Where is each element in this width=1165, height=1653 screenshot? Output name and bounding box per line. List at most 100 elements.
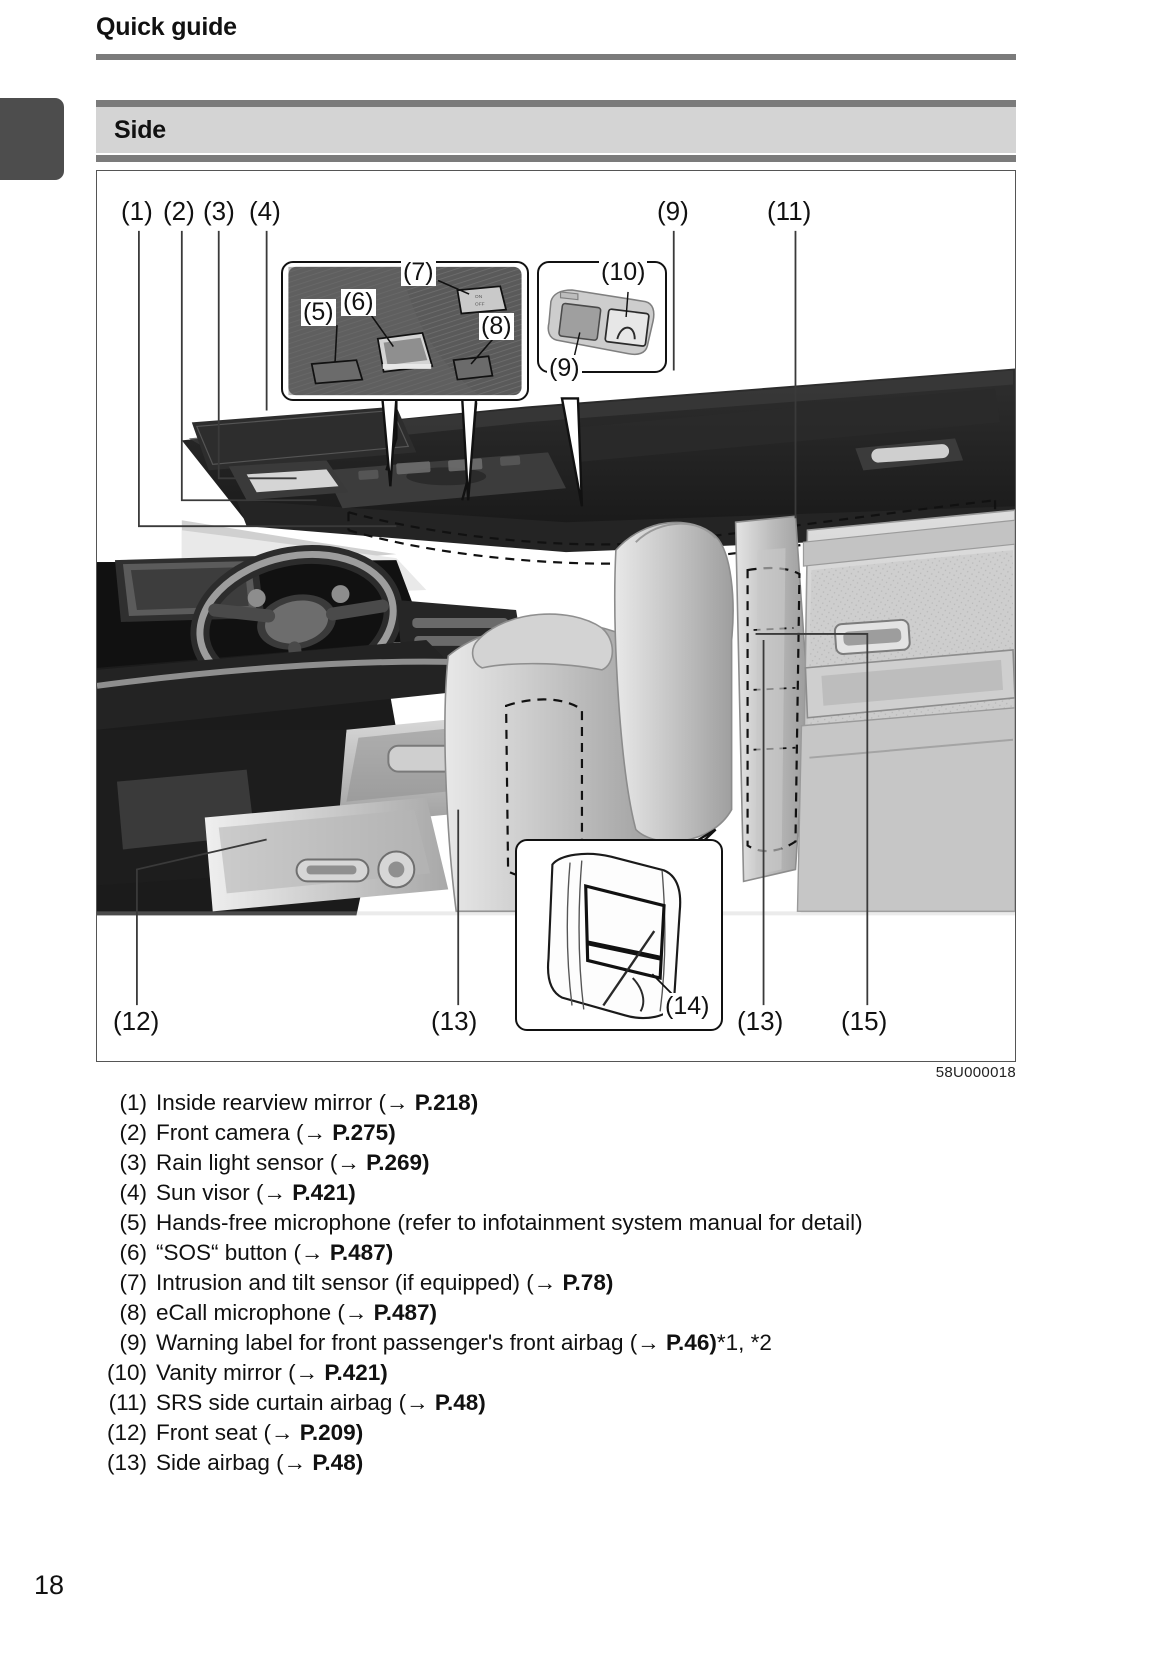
section-title: Side [114,115,166,144]
legend-item-5: (5) Hands-free microphone (refer to info… [100,1208,1100,1238]
legend-number-13: (13) [106,1450,147,1475]
page-header: Quick guide [96,13,1016,60]
legend-ref-8: P.487 [373,1300,430,1325]
legend-number-10: (10) [106,1360,147,1385]
legend-item-9: (9) Warning label for front passenger's … [100,1328,1100,1358]
section-band-body: Side [96,107,1016,153]
legend-item-3: (3) Rain light sensor (→ P.269) [100,1148,1100,1178]
legend-number-3: (3) [119,1150,148,1175]
legend-number-6: (6) [119,1240,148,1265]
legend-number-7: (7) [119,1270,148,1295]
legend-label-11: SRS side curtain airbag (→ [156,1390,435,1415]
callout-13-pillar: (13) [735,1006,786,1036]
callout-15: (15) [839,1006,890,1036]
legend-item-10: (10) Vanity mirror (→ P.421) [100,1358,1100,1388]
legend-item-4: (4) Sun visor (→ P.421) [100,1178,1100,1208]
seatbelt-detail-art [520,843,718,1027]
callout-11: (11) [765,196,814,226]
callout-10: (10) [599,258,648,286]
legend-number-12: (12) [106,1420,147,1445]
legend-number-8: (8) [119,1300,148,1325]
legend-ref-13: P.48 [312,1450,356,1475]
legend-text-2: Front camera (→ P.275) [156,1118,396,1148]
chapter-tab-marker [0,98,64,180]
legend-label-8: eCall microphone (→ [156,1300,374,1325]
legend-ref-4: P.421 [292,1180,349,1205]
legend-ref-7: P.78 [562,1270,606,1295]
legend-label-3: Rain light sensor (→ [156,1150,367,1175]
legend-tail-4: ) [348,1180,356,1205]
legend-text-5: Hands-free microphone (refer to infotain… [156,1208,863,1238]
legend-label-13: Side airbag (→ [156,1450,313,1475]
legend-number-2: (2) [119,1120,148,1145]
legend-note-9: *1, *2 [716,1330,772,1355]
legend-item-2: (2) Front camera (→ P.275) [100,1118,1100,1148]
section-band-top-rule [96,100,1016,107]
legend-label-9: Warning label for front passenger's fron… [156,1330,666,1355]
legend-text-7: Intrusion and tilt sensor (if equipped) … [156,1268,613,1298]
legend-tail-8: ) [429,1300,438,1325]
legend-ref-9: P.46 [665,1330,710,1355]
legend-tail-2: ) [388,1120,396,1145]
legend-item-7: (7) Intrusion and tilt sensor (if equipp… [100,1268,1100,1298]
legend-number-5: (5) [119,1210,148,1235]
legend-label-7: Intrusion and tilt sensor (if equipped) … [156,1270,563,1295]
callout-12: (12) [111,1006,162,1036]
legend-ref-1: P.218 [414,1090,471,1115]
page-number: 18 [34,1570,65,1600]
legend-ref-6: P.487 [329,1240,386,1265]
figure-illustration-frame: ON OFF (5) (6) (7) (8) [96,170,1016,1062]
legend-label-5: Hands-free microphone (refer to infotain… [156,1210,863,1235]
legend-item-12: (12) Front seat (→ P.209) [100,1418,1100,1448]
legend-text-12: Front seat (→ P.209) [156,1418,363,1448]
legend-item-13: (13) Side airbag (→ P.48) [100,1448,1100,1478]
legend-text-4: Sun visor (→ P.421) [156,1178,356,1208]
legend-tail-11: ) [478,1390,486,1415]
legend-label-2: Front camera (→ [156,1120,333,1145]
legend-tail-7: ) [605,1270,614,1295]
legend-text-6: “SOS“ button (→ P.487) [156,1238,393,1268]
figure-code: 58U000018 [935,1064,1016,1081]
callout-5: (5) [301,298,336,326]
legend-text-1: Inside rearview mirror (→ P.218) [156,1088,478,1118]
legend-list: (1) Inside rearview mirror (→ P.218) (2)… [100,1088,1100,1478]
legend-text-11: SRS side curtain airbag (→ P.48) [156,1388,486,1418]
callout-1: (1) [119,196,155,226]
legend-tail-13: ) [355,1450,364,1475]
callout-9-visor: (9) [547,354,582,382]
legend-tail-1: ) [470,1090,479,1115]
callout-9-top: (9) [655,196,691,226]
legend-number-4: (4) [119,1180,148,1205]
svg-text:ON: ON [475,294,483,300]
callout-6: (6) [341,288,376,316]
callout-13-seat: (13) [429,1006,480,1036]
legend-label-4: Sun visor (→ [156,1180,293,1205]
inset-sun-visor: (10) (9) [537,258,667,382]
legend-text-9: Warning label for front passenger's fron… [156,1328,772,1358]
legend-ref-11: P.48 [434,1390,479,1415]
svg-text:OFF: OFF [475,302,485,308]
header-rule [96,52,1016,60]
legend-text-8: eCall microphone (→ P.487) [156,1298,437,1328]
inset-seatbelt-detail: (14) [515,839,723,1031]
callout-4: (4) [247,196,283,226]
page-title: Quick guide [96,13,237,41]
legend-label-1: Inside rearview mirror (→ [156,1090,415,1115]
legend-tail-10: ) [380,1360,388,1385]
callout-2: (2) [161,196,197,226]
inset-overhead-console: ON OFF (5) (6) (7) (8) [281,258,529,401]
sun-visor-closeup-art [542,265,662,369]
legend-number-1: (1) [119,1090,148,1115]
legend-number-9: (9) [119,1330,148,1355]
legend-label-10: Vanity mirror (→ [156,1360,325,1385]
legend-text-10: Vanity mirror (→ P.421) [156,1358,388,1388]
section-band: Side [96,100,1016,162]
legend-ref-12: P.209 [299,1420,356,1445]
legend-label-12: Front seat (→ [156,1420,300,1445]
callout-3: (3) [201,196,237,226]
callout-14: (14) [663,992,712,1020]
legend-text-13: Side airbag (→ P.48) [156,1448,363,1478]
legend-text-3: Rain light sensor (→ P.269) [156,1148,430,1178]
legend-item-11: (11) SRS side curtain airbag (→ P.48) [100,1388,1100,1418]
callout-7: (7) [401,258,436,286]
